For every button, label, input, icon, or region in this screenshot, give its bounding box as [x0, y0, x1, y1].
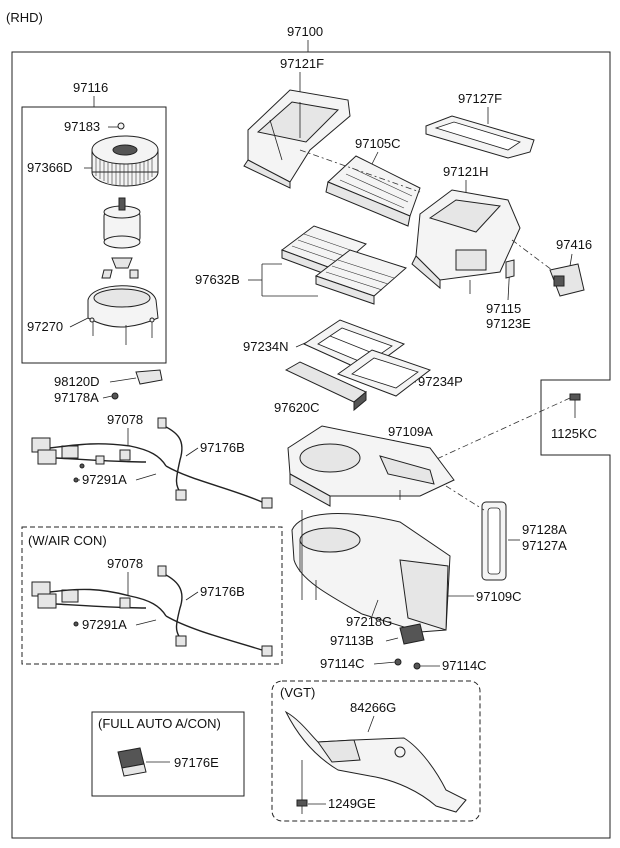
blower-motor — [103, 197, 141, 249]
motor-clips — [101, 257, 139, 279]
cover-84266g — [284, 710, 467, 813]
label-84266g: 84266G — [350, 700, 396, 715]
label-97121f: 97121F — [280, 56, 324, 71]
actuator-97416 — [549, 263, 585, 297]
screw-97178a — [111, 392, 119, 400]
label-97121h: 97121H — [443, 164, 489, 179]
blower-kit-label: 97116 — [73, 80, 108, 95]
bolt-1125kc — [569, 393, 581, 418]
label-97115: 97115 — [486, 301, 521, 316]
label-97109a: 97109A — [388, 424, 433, 439]
blower-lower-case-97109c — [291, 513, 451, 633]
evaporator-97105c — [325, 155, 421, 227]
label-97620c: 97620C — [274, 400, 320, 415]
assembly-frame — [11, 51, 611, 839]
clip-97183 — [117, 122, 125, 130]
label-97109c: 97109C — [476, 589, 522, 604]
duct-97121f — [243, 89, 351, 189]
label-97234p: 97234P — [418, 374, 463, 389]
label-97113b: 97113B — [330, 633, 374, 648]
full-auto-label: (FULL AUTO A/CON) — [98, 716, 221, 731]
blower-housing-97109a — [287, 425, 455, 507]
seal-97127f — [425, 115, 535, 159]
label-97127f: 97127F — [458, 91, 502, 106]
with-aircon-label: (W/AIR CON) — [28, 533, 107, 548]
label-97234n: 97234N — [243, 339, 289, 354]
screw-97114c-a — [394, 658, 402, 666]
filter-frame-97234p — [336, 349, 432, 397]
label-97176b-b: 97176B — [200, 584, 245, 599]
duct-97121h — [411, 189, 521, 294]
label-97178a: 97178A — [54, 390, 99, 405]
label-97176e: 97176E — [174, 755, 219, 770]
with-aircon-frame — [21, 526, 283, 665]
label-1125kc: 1125KC — [551, 426, 597, 441]
label-97123e: 97123E — [486, 316, 531, 331]
variant-label: (RHD) — [6, 10, 43, 25]
blower-case-97270 — [87, 285, 159, 328]
label-97128a: 97128A — [522, 522, 567, 537]
blower-kit-frame — [21, 106, 167, 364]
label-97416: 97416 — [556, 237, 592, 252]
label-97114c-b: 97114C — [442, 658, 487, 673]
label-1249ge: 1249GE — [328, 796, 376, 811]
label-97127a: 97127A — [522, 538, 567, 553]
label-97114c-a: 97114C — [320, 656, 365, 671]
control-module-97176e — [117, 747, 147, 777]
label-98120d: 98120D — [54, 374, 100, 389]
wiring-harness-b — [31, 565, 273, 657]
bolt-1249ge — [296, 799, 308, 814]
screw-97114c-b — [413, 662, 421, 670]
assembly-number: 97100 — [287, 24, 323, 39]
vgt-label: (VGT) — [280, 685, 315, 700]
resistor-98120d — [135, 369, 163, 385]
resistor-97113b — [399, 623, 425, 645]
label-97078-b: 97078 — [107, 556, 143, 571]
link-97115 — [505, 259, 515, 279]
label-97218g: 97218G — [346, 614, 392, 629]
blower-fan-97366d — [91, 135, 159, 187]
full-auto-frame — [91, 711, 245, 797]
label-97291a-a: 97291A — [82, 472, 127, 487]
seal-97128a — [481, 501, 507, 581]
label-97291a-b: 97291A — [82, 617, 127, 632]
label-97632b: 97632B — [195, 272, 240, 287]
label-97183: 97183 — [64, 119, 100, 134]
label-97366d: 97366D — [27, 160, 73, 175]
vgt-frame — [271, 680, 481, 822]
wiring-harness-a — [31, 417, 273, 509]
label-97105c: 97105C — [355, 136, 401, 151]
label-97078-a: 97078 — [107, 412, 143, 427]
label-97176b-a: 97176B — [200, 440, 245, 455]
label-97270: 97270 — [27, 319, 63, 334]
filter-holder-97620c — [284, 361, 367, 412]
air-filter-97632b — [280, 225, 407, 305]
